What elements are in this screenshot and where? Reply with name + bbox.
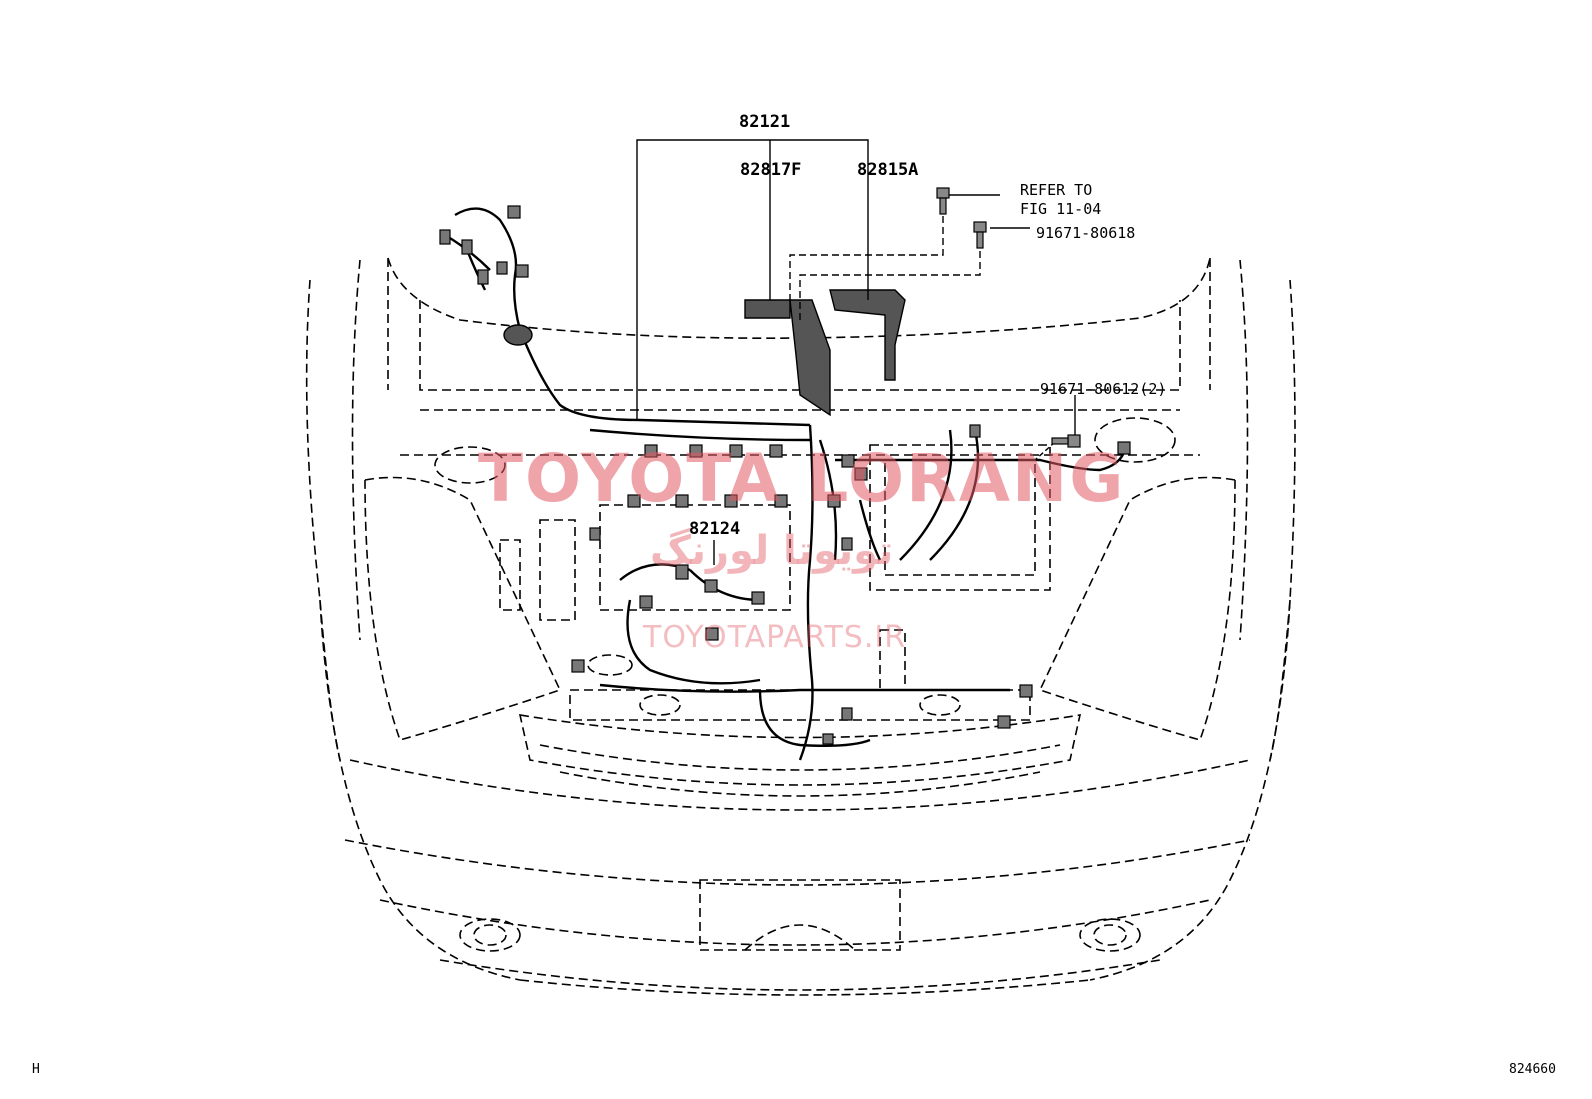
bolts: [936, 187, 1081, 448]
watermark-brand-fa: تویوتا لورنگ: [650, 528, 894, 574]
wire-harness: [444, 207, 1127, 761]
callout-bolt-80612: 91671-80612(2): [1040, 380, 1167, 398]
callout-82815a: 82815A: [857, 160, 919, 180]
leader-lines: [636, 139, 1076, 565]
callout-82124: 82124: [689, 519, 741, 539]
callout-refer-to: REFER TO: [1020, 181, 1093, 199]
figure-number: 824660: [1509, 1062, 1556, 1077]
corner-code-left: H: [32, 1062, 40, 1077]
connectors: [439, 205, 1131, 745]
callout-fig-ref: FIG 11-04: [1020, 200, 1102, 218]
callout-bolt-80618: 91671-80618: [1036, 224, 1136, 242]
watermark-url: TOYOTAPARTS.IR: [643, 620, 907, 655]
callout-82121: 82121: [739, 112, 791, 132]
callout-82817f: 82817F: [740, 160, 802, 180]
harness-brackets: [503, 289, 906, 417]
watermark-brand: TOYOTA LORANG: [478, 440, 1126, 517]
